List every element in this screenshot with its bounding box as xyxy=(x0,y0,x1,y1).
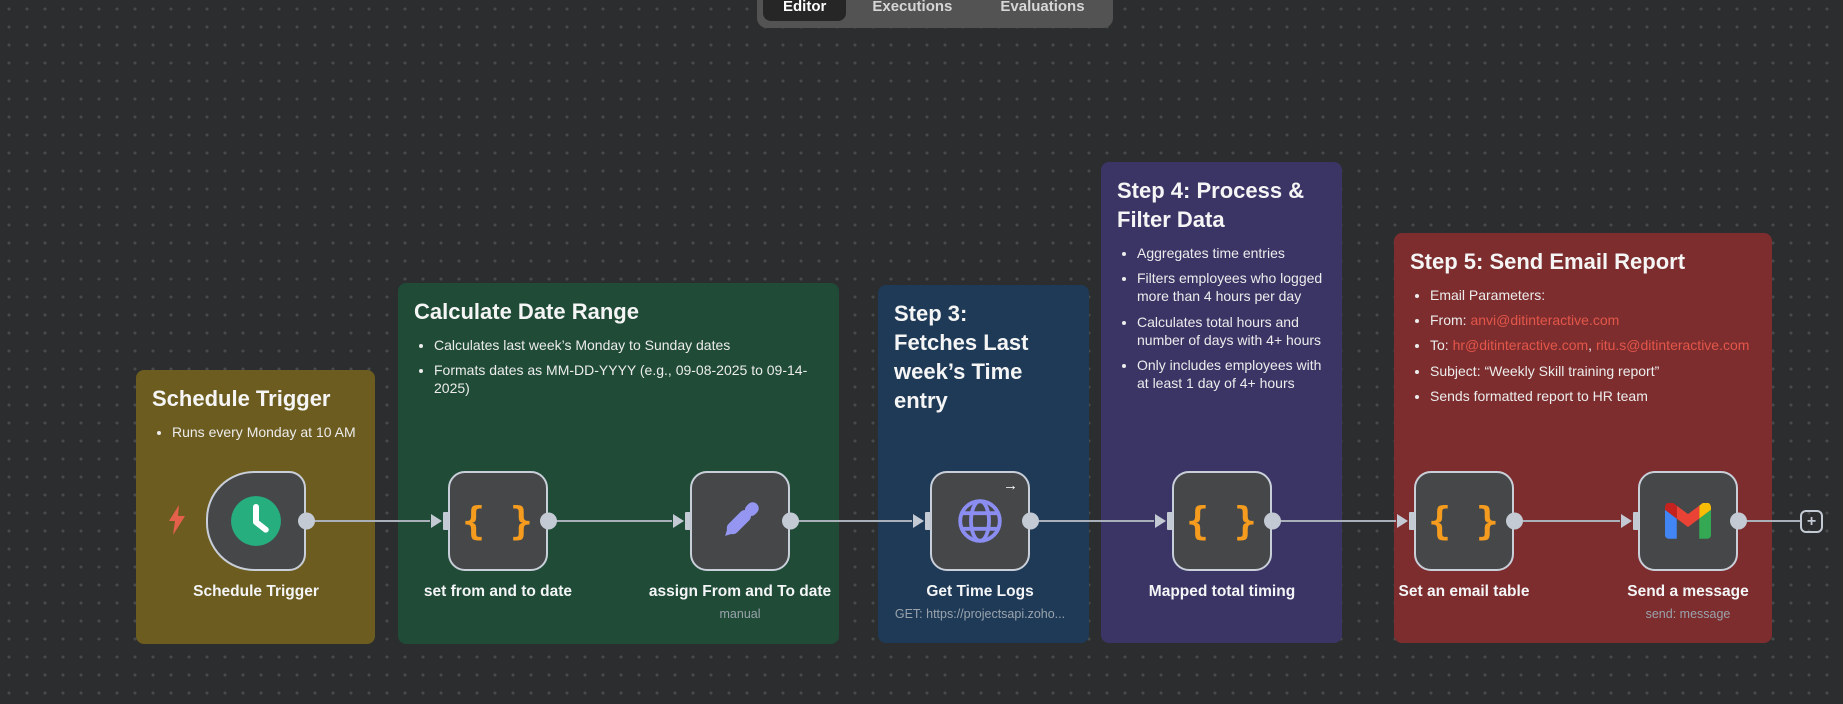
node-label: Schedule Trigger xyxy=(193,583,319,600)
node-send-a-message[interactable]: Send a message send: message xyxy=(1621,471,1749,621)
sticky-note-calculate-date-range[interactable]: Calculate Date Range Calculates last wee… xyxy=(398,283,839,644)
tab-editor[interactable]: Editor xyxy=(763,0,847,21)
node-label: Mapped total timing xyxy=(1148,583,1296,600)
sticky-note-step5[interactable]: Step 5: Send Email Report Email Paramete… xyxy=(1394,233,1772,643)
code-braces-icon: { } xyxy=(1428,499,1500,543)
node-set-an-email-table[interactable]: { } Set an email table xyxy=(1397,471,1529,600)
add-node-button[interactable]: + xyxy=(1800,510,1823,533)
node-sublabel: GET: https://projectsapi.zoho... xyxy=(894,607,1066,621)
connection-wire[interactable] xyxy=(1035,520,1154,522)
sticky-bullet-list: Runs every Monday at 10 AM xyxy=(158,423,359,441)
sticky-bullet: Calculates last week’s Monday to Sunday … xyxy=(434,336,823,354)
connection-wire[interactable] xyxy=(1742,520,1802,522)
node-mapped-total-timing[interactable]: { } Mapped total timing xyxy=(1149,471,1295,600)
sticky-bullet-list: Aggregates time entriesFilters employees… xyxy=(1123,244,1326,392)
sticky-bullet-list: Calculates last week’s Monday to Sunday … xyxy=(420,336,823,398)
sticky-bullet: Subject: “Weekly Skill training report” xyxy=(1430,362,1756,380)
node-sublabel: manual xyxy=(719,607,761,621)
sticky-title: Step 3: Fetches Last week’s Time entry xyxy=(894,301,1029,414)
tab-executions[interactable]: Executions xyxy=(872,0,953,15)
node-schedule-trigger[interactable]: Schedule Trigger xyxy=(193,471,319,600)
input-connector xyxy=(431,512,449,530)
node-label: Get Time Logs xyxy=(926,583,1034,600)
clock-icon xyxy=(231,496,281,546)
connection-wire[interactable] xyxy=(1519,520,1620,522)
output-connector[interactable] xyxy=(1264,512,1281,530)
sticky-bullet: To: hr@ditinteractive.com, ritu.s@ditint… xyxy=(1430,336,1756,354)
output-connector[interactable] xyxy=(1506,512,1523,530)
sticky-bullet: Runs every Monday at 10 AM xyxy=(172,423,359,441)
pencil-icon xyxy=(725,502,759,536)
sticky-bullet: Calculates total hours and number of day… xyxy=(1137,313,1326,349)
sticky-bullet: Filters employees who logged more than 4… xyxy=(1137,269,1326,305)
connection-wire[interactable] xyxy=(795,520,912,522)
output-connector[interactable] xyxy=(298,512,315,530)
code-braces-icon: { } xyxy=(1186,499,1258,543)
node-set-from-and-to-date[interactable]: { } set from and to date xyxy=(424,471,572,600)
input-connector xyxy=(913,512,931,530)
sticky-bullet: Aggregates time entries xyxy=(1137,244,1326,262)
sticky-title: Step 5: Send Email Report xyxy=(1410,249,1686,274)
output-connector[interactable] xyxy=(540,512,557,530)
tab-evaluations[interactable]: Evaluations xyxy=(1000,0,1085,15)
input-connector xyxy=(1155,512,1173,530)
node-label: Send a message xyxy=(1627,583,1749,600)
sticky-bullet: Sends formatted report to HR team xyxy=(1430,387,1756,405)
node-sublabel: send: message xyxy=(1645,607,1731,621)
globe-icon xyxy=(958,499,1002,543)
sticky-bullet: Formats dates as MM-DD-YYYY (e.g., 09-08… xyxy=(434,361,823,397)
sticky-title: Calculate Date Range xyxy=(414,299,639,324)
connection-wire[interactable] xyxy=(1277,520,1396,522)
sticky-bullet: Email Parameters: xyxy=(1430,286,1756,304)
input-connector xyxy=(1621,512,1639,530)
gmail-icon xyxy=(1665,503,1711,539)
input-connector xyxy=(1397,512,1415,530)
trigger-bolt-icon xyxy=(169,505,185,535)
node-label: set from and to date xyxy=(423,583,573,600)
code-braces-icon: { } xyxy=(462,499,534,543)
output-connector[interactable] xyxy=(1022,512,1039,530)
sticky-bullet-list: Email Parameters: From: anvi@ditinteracti… xyxy=(1416,286,1756,405)
output-connector[interactable] xyxy=(782,512,799,530)
node-get-time-logs[interactable]: → Get Time Logs GET: https://projectsapi… xyxy=(895,471,1065,621)
node-assign-from-and-to-date[interactable]: assign From and To date manual xyxy=(649,471,831,621)
output-connector[interactable] xyxy=(1730,512,1747,530)
sticky-bullet: Only includes employees with at least 1 … xyxy=(1137,356,1326,392)
input-connector xyxy=(673,512,691,530)
connection-wire[interactable] xyxy=(553,520,672,522)
open-subworkflow-arrow-icon: → xyxy=(1003,477,1018,494)
sticky-title: Step 4: Process & Filter Data xyxy=(1117,178,1305,233)
node-label: assign From and To date xyxy=(648,583,832,600)
view-tabbar: Editor Executions Evaluations xyxy=(757,0,1113,28)
sticky-note-step3[interactable]: Step 3: Fetches Last week’s Time entry xyxy=(878,285,1089,643)
sticky-bullet: From: anvi@ditinteractive.com xyxy=(1430,311,1756,329)
sticky-note-schedule-trigger[interactable]: Schedule Trigger Runs every Monday at 10… xyxy=(136,370,375,644)
node-label: Set an email table xyxy=(1398,583,1530,600)
connection-wire[interactable] xyxy=(310,520,430,522)
sticky-title: Schedule Trigger xyxy=(152,386,331,411)
